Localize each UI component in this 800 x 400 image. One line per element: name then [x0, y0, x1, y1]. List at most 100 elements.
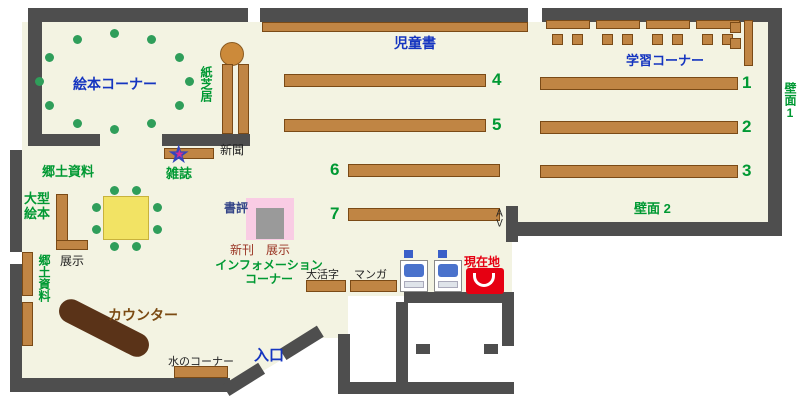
seat-dot: [153, 203, 162, 212]
you-are-here-arc-icon: [473, 273, 495, 287]
seat-dot: [185, 77, 194, 86]
newspaper-rack: [164, 148, 214, 159]
label-large-print: 大活字: [306, 269, 339, 281]
wall-below-machines: [404, 292, 514, 303]
seat-dot: [92, 203, 101, 212]
shelf-number-4: 4: [492, 70, 502, 89]
study-stool: [602, 34, 613, 45]
bookshelf-7: [348, 208, 500, 221]
terminal-tray: [438, 281, 458, 288]
new-books-display-stand: [256, 208, 284, 239]
floor-polygon: [22, 22, 768, 392]
label-new-books-display: 新刊 展示: [230, 243, 291, 257]
wall-step-1: [416, 344, 430, 354]
seat-dot: [175, 101, 184, 110]
wall-picturebook-room-left: [28, 8, 42, 146]
water-corner-counter: [174, 366, 228, 378]
seat-dot: [110, 242, 119, 251]
study-stool: [730, 38, 741, 49]
label-book-review: 書評: [224, 201, 249, 215]
seat-dot: [175, 53, 184, 62]
display-table: [56, 240, 88, 250]
wall-left-upper: [10, 150, 22, 252]
wall-bottom-right-area: [510, 222, 782, 236]
seat-dot: [45, 101, 54, 110]
study-desk: [646, 20, 690, 29]
label-magazine: 雑誌: [166, 166, 193, 181]
shelf-number-1: 1: [742, 73, 752, 92]
study-stool: [672, 34, 683, 45]
manga-shelf: [350, 280, 397, 292]
bookshelf-6: [348, 164, 500, 177]
local-materials-shelf: [22, 302, 33, 346]
study-desk: [596, 20, 640, 29]
bookshelf-5: [284, 119, 486, 132]
star-icon: ★: [174, 147, 185, 161]
shelf-number-5: 5: [492, 115, 502, 134]
seat-dot: [110, 186, 119, 195]
seat-dot: [92, 225, 101, 234]
terminal-screen: [438, 264, 458, 277]
label-counter: カウンター: [108, 307, 178, 323]
bookshelf-3: [540, 165, 738, 178]
search-terminal: [434, 260, 462, 292]
large-picturebook-shelf: [56, 194, 68, 244]
label-information-line2: コーナー: [244, 272, 293, 286]
bookshelf-2: [540, 121, 738, 134]
kamishibai-shelf: [222, 64, 233, 134]
label-wall-face-2: 壁面 2: [634, 201, 671, 216]
terminal-tray: [404, 281, 424, 288]
study-stool: [622, 34, 633, 45]
wall-picturebook-room-bottom-1: [28, 134, 100, 146]
wall-picturebook-room-bottom-2: [162, 134, 250, 146]
seat-dot: [110, 29, 119, 38]
label-water-corner: 水のコーナー: [168, 356, 234, 368]
star-icon: ★: [167, 139, 191, 169]
wall-entrance-side: [338, 334, 350, 394]
wall-top-left: [30, 8, 248, 22]
seat-dot: [45, 53, 54, 62]
study-desk-vertical: [744, 20, 753, 66]
bookshelf-1: [540, 77, 738, 90]
you-are-here-marker: [466, 268, 504, 294]
bookshelf-4: [284, 74, 486, 87]
study-stool: [730, 22, 741, 33]
reading-table: [103, 196, 149, 240]
wall-alcove-left: [396, 302, 408, 388]
study-stool: [652, 34, 663, 45]
seat-dot: [153, 225, 162, 234]
label-local-materials-left: 郷土資料: [37, 254, 51, 302]
label-manga: マンガ: [354, 269, 387, 281]
shelf-number-6: 6: [330, 160, 340, 179]
label-newspaper: 新聞: [220, 143, 245, 157]
wall-step-2: [484, 344, 498, 354]
label-av: ＡＶ: [492, 208, 503, 228]
study-desk: [546, 20, 590, 29]
wall-alcove-right: [502, 302, 514, 346]
wall-bottom-left: [10, 378, 230, 392]
seat-dot: [147, 35, 156, 44]
terminal-icon: [438, 250, 447, 258]
study-stool: [702, 34, 713, 45]
seat-dot: [132, 186, 141, 195]
wall-right: [768, 8, 782, 236]
seat-dot: [35, 77, 44, 86]
large-print-shelf: [306, 280, 346, 292]
local-materials-shelf: [22, 252, 33, 296]
seat-dot: [147, 119, 156, 128]
label-information-line1: インフォメーション: [215, 258, 323, 272]
label-kamishibai: 紙芝居: [199, 66, 213, 102]
wall-top-center: [260, 8, 528, 22]
shelf-number-3: 3: [742, 161, 752, 180]
label-local-materials: 郷土資料: [42, 164, 95, 179]
label-you-are-here: 現在地: [464, 255, 501, 269]
wall-av-partition: [506, 206, 518, 242]
label-display: 展示: [60, 254, 85, 268]
study-stool: [572, 34, 583, 45]
shelf-number-7: 7: [330, 204, 340, 223]
search-terminal: [400, 260, 428, 292]
terminal-icon: [404, 250, 413, 258]
magazine-star-marker: ★ ★: [167, 140, 195, 168]
wall-top-right: [542, 8, 768, 22]
